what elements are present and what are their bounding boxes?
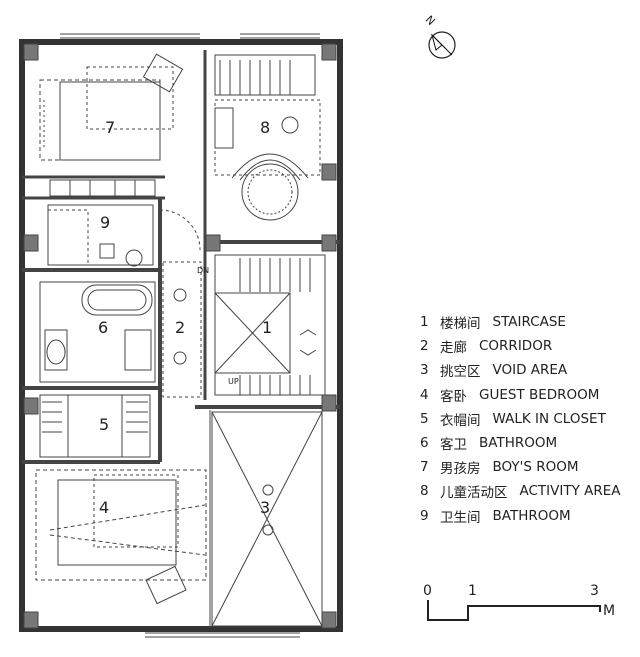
outer-wall [19,39,343,632]
room-label-2: 2 [175,318,186,337]
room-label-8: 8 [260,118,271,137]
scale-label-zero: 0 [423,583,432,599]
room-label-4: 4 [99,498,110,517]
scale-label-unit: M [603,603,616,619]
stair-down-label: DN [197,266,210,275]
room-label-3: 3 [260,498,271,517]
room-label-6: 6 [98,318,109,337]
scale-label-three: 3 [590,583,599,599]
stair-up-label: UP [228,377,239,386]
scale-bar [427,600,601,621]
scale-label-one: 1 [468,583,477,599]
room-label-9: 9 [100,213,111,232]
compass-icon [428,31,456,59]
room-label-5: 5 [99,415,110,434]
room-label-1: 1 [262,318,273,337]
room-label-7: 7 [105,118,116,137]
